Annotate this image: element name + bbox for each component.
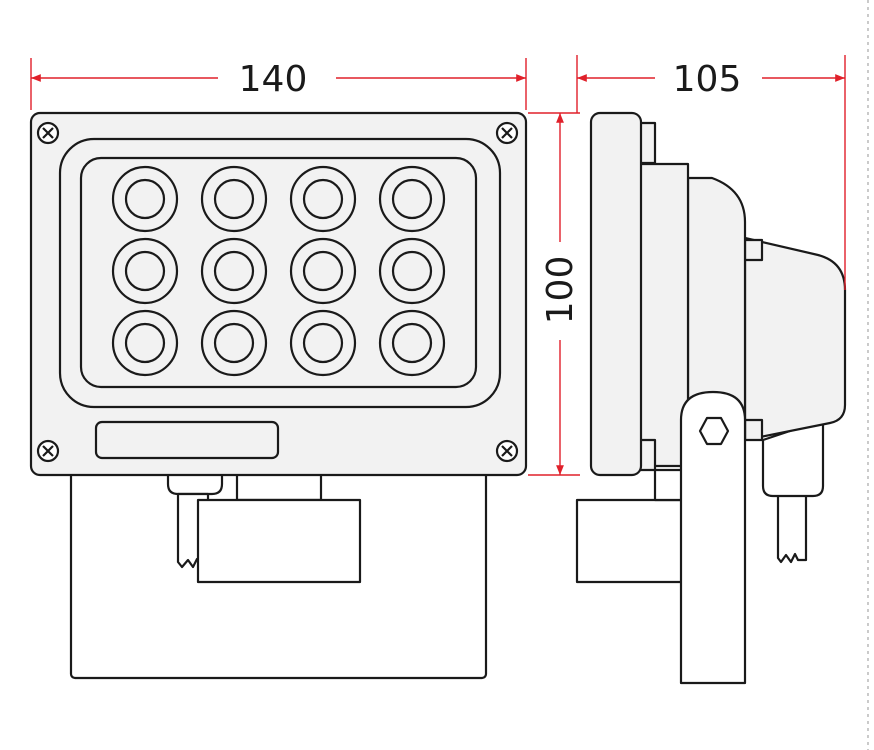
led [289,309,357,377]
led [200,237,268,305]
led [378,309,446,377]
lens-window [79,156,478,389]
front-view [29,111,528,680]
screw-icon [36,121,60,145]
side-cable-gland [761,418,825,498]
screw-icon [495,121,519,145]
led [200,165,268,233]
led [289,165,357,233]
bracket-arm [679,390,747,685]
led [111,165,179,233]
side-mounting-block [575,498,689,584]
height-dimension-label: 100 [540,256,581,325]
label-plate [94,420,280,460]
led [200,309,268,377]
screw-icon [36,439,60,463]
screw-icon [495,439,519,463]
led [378,237,446,305]
width-dimension-label: 140 [239,59,308,100]
rear-heatsink [743,236,847,442]
depth-dimension-label: 105 [673,59,742,100]
side-cable [776,490,808,564]
heatsink-clip [743,238,764,262]
dimension-lines: 140 105 100 [30,55,846,476]
led-grid [111,165,446,377]
led [111,309,179,377]
side-view [575,111,847,685]
led [111,237,179,305]
side-front-bezel [589,111,643,477]
heatsink-clip [743,418,764,442]
hex-nut-icon [698,416,730,446]
mounting-block [196,498,362,584]
led [289,237,357,305]
led [378,165,446,233]
